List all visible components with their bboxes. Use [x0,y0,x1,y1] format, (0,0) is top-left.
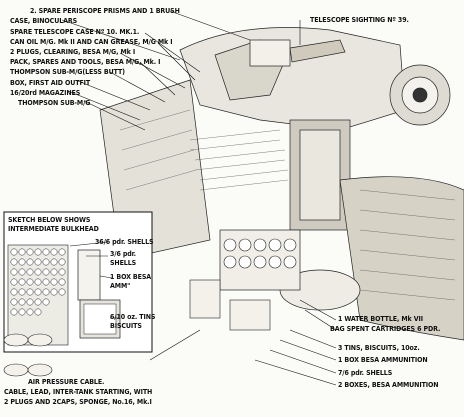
label-first-aid: BOX, FIRST AID OUTFIT [10,79,91,87]
label-oil-grease: CAN OIL M/G. Mk II AND CAN GREASE, M/G M… [10,38,173,46]
sketch-label-biscuits: BISCUITS [110,322,142,330]
label-thompson-no-butt: THOMPSON SUB-M/G(LESS BUTT) [10,68,125,76]
label-7-6pdr-shells: 7/6 pdr. SHELLS [338,369,393,377]
label-spares-tools: PACK, SPARES AND TOOLS, BESA M/G, Mk. I [10,58,161,66]
sketch-label-3-6pdr: 3/6 pdr. [110,250,136,258]
label-inter-tank-cable: CABLE, LEAD, INTER-TANK STARTING, WITH [4,388,153,396]
label-besa-boxes: 2 BOXES, BESA AMMUNITION [338,381,439,389]
label-plugs-caps-sponge: 2 PLUGS AND 2CAPS, SPONGE, No.16, Mk.I [4,398,152,406]
sketch-note-line1: SKETCH BELOW SHOWS [8,216,91,224]
sketch-label-besa-box: 1 BOX BESA [110,273,152,281]
label-biscuit-tins: 3 TINS, BISCUITS, 10oz. [338,344,420,352]
label-periscope-prisms: 2. SPARE PERISCOPE PRISMS AND 1 BRUSH [30,7,180,15]
sketch-label-tins: 6/10 oz. TINS [110,313,156,321]
label-magazines: 16/20rd MAGAZINES [10,89,81,97]
sketch-note-line2: INTERMEDIATE BULKHEAD [8,225,99,233]
label-water-bottle: 1 WATER BOTTLE, Mk VII [338,315,423,323]
label-telescope-sighting: TELESCOPE SIGHTING Nº 39. [310,16,409,24]
sketch-label-shells: SHELLS [110,259,137,267]
label-binocular-case: CASE, BINOCULARS [10,17,78,25]
label-spent-cartridges: BAG SPENT CARTRIDGES 6 PDR. [330,325,441,333]
label-air-pressure-cable: AIR PRESSURE CABLE. [28,378,105,386]
sketch-label-36-shells: 36/6 pdr. SHELLS [95,238,154,246]
label-telescope-case: SPARE TELESCOPE CASE Nº 10. MK.1. [10,28,140,36]
label-thompson: THOMPSON SUB-M/G [18,99,91,107]
sketch-label-amm: AMM" [110,282,131,290]
label-besa-ammunition: 1 BOX BESA AMMUNITION [338,356,428,364]
label-clearing-plugs: 2 PLUGS, CLEARING, BESA M/G, Mk I [10,48,136,56]
